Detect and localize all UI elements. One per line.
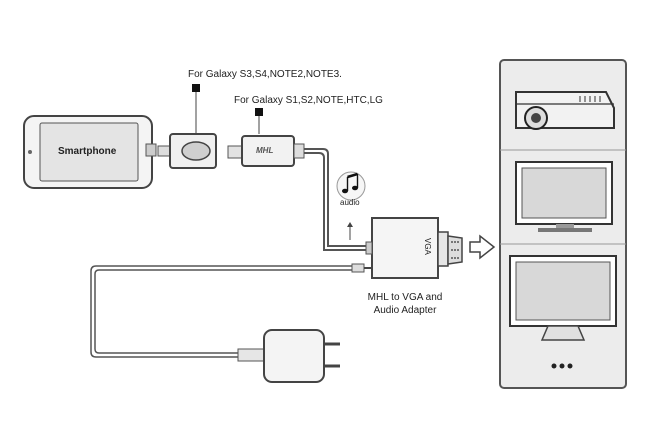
audio-plug xyxy=(351,263,372,273)
adapter-box xyxy=(347,217,463,279)
galaxy-s1-label: For Galaxy S1,S2,NOTE,HTC,LG xyxy=(234,95,383,106)
display-panel xyxy=(499,59,627,389)
flat-tv xyxy=(515,161,613,232)
arrow-right-icon xyxy=(469,234,496,260)
power-cable xyxy=(90,265,352,358)
mhl-cable xyxy=(304,148,366,251)
audio-label: audio xyxy=(340,198,360,207)
mhl-logo-label: MHL xyxy=(256,146,274,155)
usb-pin-adapter xyxy=(157,84,217,169)
monitor xyxy=(509,255,617,369)
vga-port-label: VGA xyxy=(423,238,432,255)
galaxy-s3-label: For Galaxy S3,S4,NOTE2,NOTE3. xyxy=(188,69,342,80)
adapter-label-line2: Audio Adapter xyxy=(373,305,437,316)
smartphone-label: Smartphone xyxy=(58,146,117,157)
mhl-plug xyxy=(227,108,305,167)
power-charger xyxy=(237,329,340,383)
projector xyxy=(515,91,615,130)
music-note-icon xyxy=(336,171,366,201)
smartphone xyxy=(23,115,157,189)
adapter-label-line1: MHL to VGA and xyxy=(367,292,443,303)
